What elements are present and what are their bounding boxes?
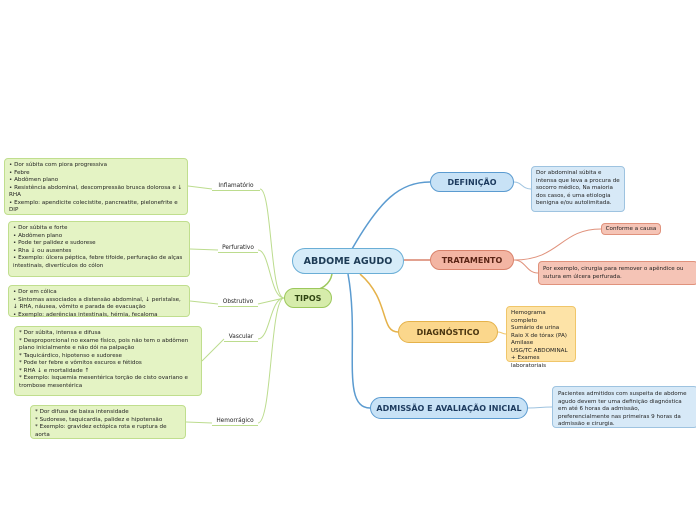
diagnostico-item: Raio X de tórax (PA) <box>511 332 567 339</box>
tipo-item: * Dor súbita, intensa e difusa <box>19 330 101 336</box>
tipo-item: * Taquicárdico, hipotenso e sudorese <box>19 352 122 359</box>
tipo-item: • Dor súbita e forte <box>13 225 68 231</box>
tratamento-exemplo[interactable]: Por exemplo, cirurgia para remover o apê… <box>538 261 696 285</box>
topic-tratamento[interactable]: TRATAMENTO <box>430 250 514 270</box>
diagnostico-list[interactable]: Hemograma completo Sumário de urina Raio… <box>506 306 576 369</box>
tipo-label-inflamatorio[interactable]: Inflamatório <box>212 182 260 191</box>
definicao-text[interactable]: Dor abdominal súbita e intensa que leva … <box>531 166 625 212</box>
tipo-hemorragico-details[interactable]: * Dor difusa de baixa intensidade * Sudo… <box>30 405 186 439</box>
topic-admissao[interactable]: ADMISSÃO E AVALIAÇÃO INICIAL <box>370 397 528 419</box>
tipo-item: * Desproporcional no exame físico, pois … <box>19 337 189 352</box>
tipo-item: • Dor em cólica <box>13 289 57 295</box>
tipo-item: • Exemplo: úlcera péptica, febre tifoide… <box>13 255 183 269</box>
topic-diagnostico[interactable]: DIAGNÓSTICO <box>398 321 498 343</box>
tipo-label-vascular[interactable]: Vascular <box>224 333 258 342</box>
tipo-label-perfurativo[interactable]: Perfurativo <box>218 244 258 253</box>
tipo-item: • Exemplo: apendicite colecistite, pancr… <box>9 199 178 214</box>
tratamento-conforme[interactable]: Conforme a causa <box>601 223 661 235</box>
tipo-label-hemorragico[interactable]: Hemorrágico <box>212 417 258 426</box>
tipo-item: • Sintomas associados a distensão abdomi… <box>13 296 181 311</box>
central-topic[interactable]: ABDOME AGUDO <box>292 248 404 274</box>
topic-definicao[interactable]: DEFINIÇÃO <box>430 172 514 192</box>
tipo-item: • Pode ter palidez e sudorese <box>13 240 96 246</box>
admissao-text[interactable]: Pacientes admitidos com suspeita de abdo… <box>552 386 696 428</box>
diagnostico-item: + Exames laboratoriais <box>511 355 547 369</box>
tipo-item: * Pode ter febre e vômitos escuros e fét… <box>19 360 142 366</box>
tipo-item: • Exemplo: aderências intestinais, hérni… <box>13 311 158 318</box>
tipo-item: • Abdômen plano <box>9 177 59 183</box>
tipo-perfurativo-details[interactable]: • Dor súbita e forte • Abdômen plano • P… <box>8 221 190 277</box>
diagnostico-item: USG/TC ABDOMINAL <box>511 347 568 354</box>
diagnostico-item: Hemograma completo <box>511 310 546 324</box>
tipo-vascular-details[interactable]: * Dor súbita, intensa e difusa * Desprop… <box>14 326 202 396</box>
tipo-label-obstrutivo[interactable]: Obstrutivo <box>218 298 258 307</box>
tipo-obstrutivo-details[interactable]: • Dor em cólica • Sintomas associados a … <box>8 285 190 318</box>
tipo-item: * RHA ↓ e mortalidade ↑ <box>19 367 90 374</box>
tipo-item: * Exemplo: isquemia mesentérica torção d… <box>19 375 188 389</box>
tipo-item: • Resistência abdominal, descompressão b… <box>9 184 183 199</box>
tipo-item: * Exemplo: gravidez ectópica rota e rupt… <box>35 424 167 438</box>
tipo-item: • Abdômen plano <box>13 232 63 239</box>
tipo-item: * Sudorese, taquicardia, palidez e hipot… <box>35 416 163 423</box>
tipo-item: • Dor súbita com piora progressiva <box>9 162 108 168</box>
tipo-item: • Febre <box>9 169 30 176</box>
diagnostico-item: Amilase <box>511 340 534 346</box>
tipo-inflamatorio-details[interactable]: • Dor súbita com piora progressiva • Feb… <box>4 158 188 215</box>
diagnostico-item: Sumário de urina <box>511 325 560 331</box>
topic-tipos[interactable]: TIPOS <box>284 288 332 308</box>
tipo-item: • Rha ↓ ou ausentes <box>13 247 72 254</box>
tipo-item: * Dor difusa de baixa intensidade <box>35 409 129 415</box>
